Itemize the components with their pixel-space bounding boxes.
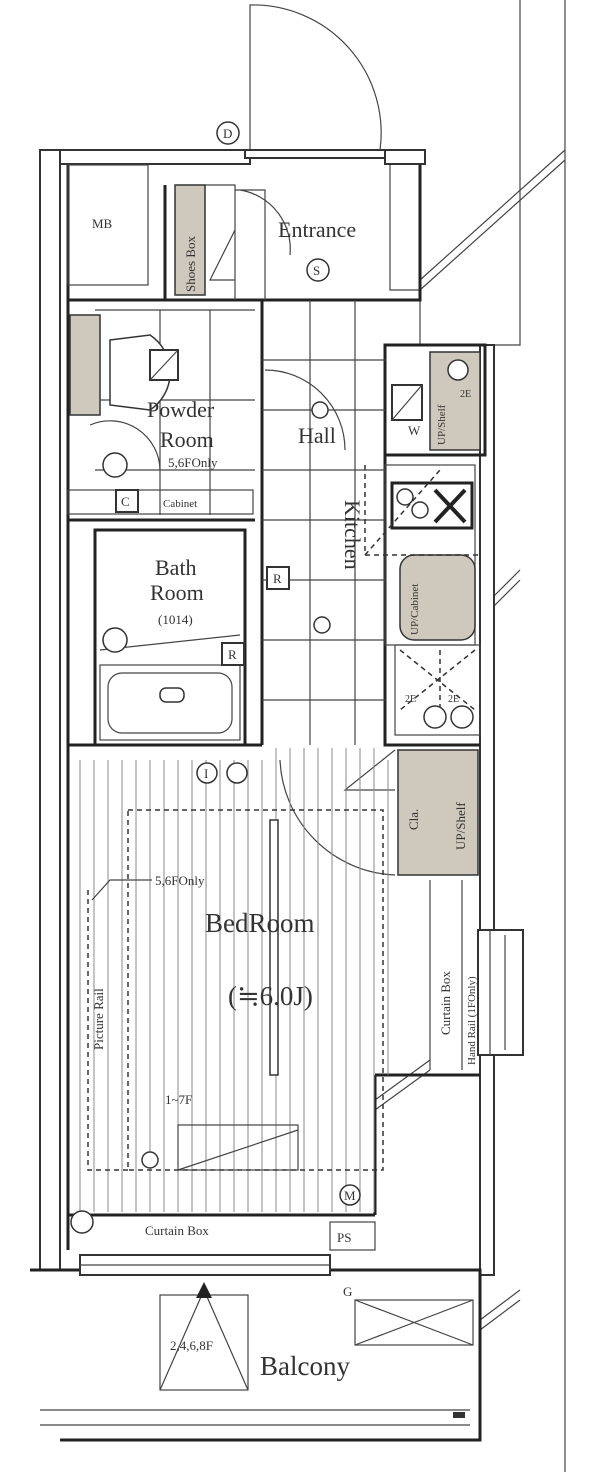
shoes-box-label: Shoes Box: [183, 236, 198, 292]
mb-label: MB: [92, 216, 113, 231]
bedroom-size: (≒6.0J): [228, 981, 313, 1011]
exterior-structure: [374, 0, 566, 1472]
powder-note: 5,6FOnly: [168, 455, 218, 470]
bedroom-label: BedRoom: [205, 908, 315, 938]
bedroom-divider: [269, 819, 279, 1076]
symbol-w: W: [408, 423, 421, 438]
bath-room-label-1: Bath: [155, 555, 197, 580]
ps-label: PS: [337, 1230, 351, 1245]
picture-rail-label: Picture Rail: [91, 988, 106, 1050]
closet: [397, 749, 479, 876]
symbol-i: I: [204, 766, 208, 781]
hall-label: Hall: [298, 423, 336, 448]
powder-room-label-2: Room: [160, 427, 214, 452]
balcony-label: Balcony: [260, 1351, 350, 1381]
up-shelf-top-label: UP/Shelf: [436, 404, 448, 445]
up-shelf-closet-label: UP/Shelf: [453, 802, 468, 850]
bath-room-label-2: Room: [150, 580, 204, 605]
up-cabinet-label: UP/Cabinet: [409, 584, 421, 635]
symbol-2e-shelf: 2E: [460, 389, 471, 400]
symbol-2e-right: 2E: [448, 694, 459, 705]
symbol-r1: R: [273, 571, 282, 586]
kitchen-label: Kitchen: [340, 500, 365, 570]
balcony-floors: 2,4,6,8F: [170, 1338, 213, 1353]
picture-rail-note: 5,6FOnly: [155, 873, 205, 888]
shoes-box: [174, 184, 206, 296]
bath-size: (1014): [158, 612, 193, 627]
curtain-box-bottom-label: Curtain Box: [145, 1223, 209, 1238]
symbol-2e-left: 2E: [405, 694, 416, 705]
symbol-markers: [70, 121, 474, 1234]
mb-box: [67, 164, 149, 286]
symbol-s: S: [313, 263, 320, 278]
powder-fixtures: [67, 314, 254, 515]
symbol-g: G: [343, 1284, 352, 1299]
bedroom-fixture: [177, 1124, 299, 1171]
symbol-m: M: [344, 1188, 356, 1203]
kitchen-fixtures: [364, 464, 481, 736]
powder-room-label-1: Powder: [147, 397, 215, 422]
closet-label: Cla.: [406, 809, 421, 830]
curtain-box-side-label: Curtain Box: [438, 971, 453, 1035]
hand-rail-label: Hand Rail (1FOnly): [466, 976, 478, 1065]
entrance-label: Entrance: [278, 217, 356, 242]
hall-floor-grid: [95, 300, 385, 745]
bedroom-flooring: [79, 748, 389, 1212]
symbol-r2: R: [228, 647, 237, 662]
entry-door: [244, 4, 386, 159]
window: [477, 929, 524, 1056]
cabinet-label: Cabinet: [163, 498, 197, 510]
bath-fixtures: [99, 627, 241, 741]
floors-note: 1~7F: [165, 1092, 192, 1107]
symbol-d: D: [223, 126, 232, 141]
symbol-c: C: [121, 494, 130, 509]
balcony-fixtures: [159, 1282, 474, 1418]
